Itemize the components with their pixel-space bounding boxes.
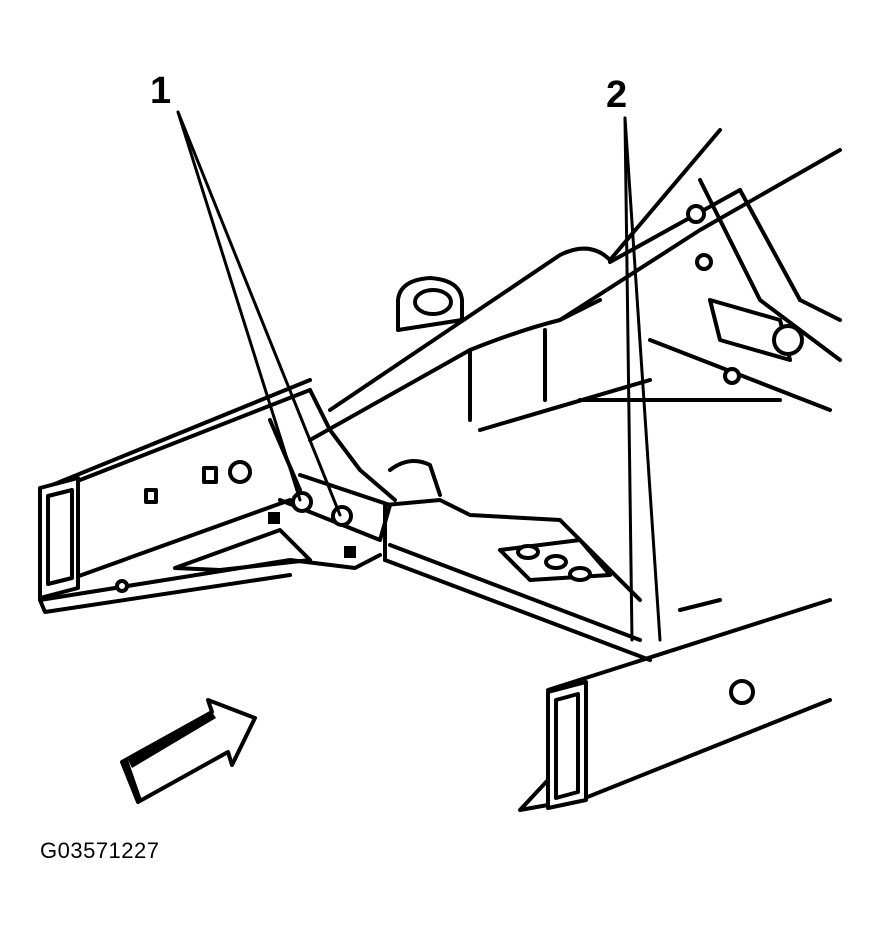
nut	[268, 512, 280, 524]
forward-arrow-icon	[120, 698, 257, 804]
leader-2b	[623, 116, 662, 642]
leader-lines	[176, 110, 662, 642]
rear-frame-rail	[383, 498, 832, 812]
bolt	[291, 491, 313, 513]
splice-joint	[268, 388, 397, 562]
bolt	[331, 505, 353, 527]
left-frame-rail	[38, 378, 382, 614]
callout-1-label: 1	[150, 70, 172, 112]
callout-2-label: 2	[606, 74, 628, 116]
leader-1a	[176, 110, 302, 502]
figure-id: G03571227	[40, 838, 160, 863]
nut	[344, 546, 356, 558]
upper-frame-rail	[308, 128, 842, 442]
leader-1b	[176, 110, 342, 517]
leader-2a	[623, 116, 634, 642]
body-mount	[388, 276, 464, 497]
